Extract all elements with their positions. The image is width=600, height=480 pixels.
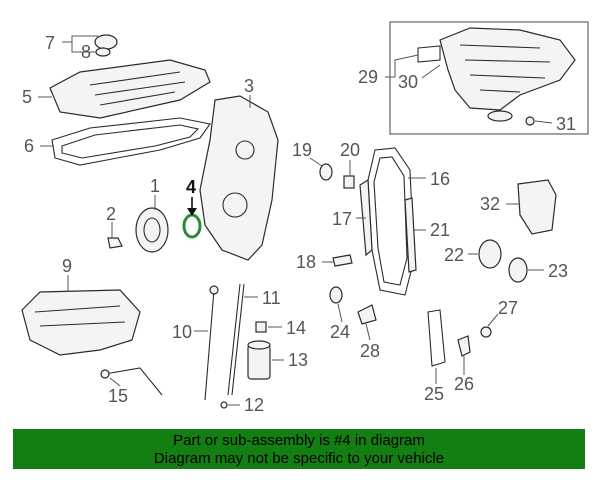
leader-30	[421, 64, 441, 79]
callout-24: 24	[330, 322, 350, 342]
callout-7: 7	[45, 33, 55, 53]
part-26-shape	[457, 335, 471, 357]
drain-plug-shape	[255, 321, 267, 333]
callout-13: 13	[288, 350, 308, 370]
callout-1: 1	[150, 176, 160, 196]
valve-cover-ribs	[89, 71, 186, 106]
dipstick-shape	[204, 289, 215, 401]
callout-28: 28	[360, 341, 380, 361]
intake-manifold-shape	[439, 27, 576, 111]
callout-16: 16	[430, 169, 450, 189]
dipstick-tube-shape-b	[231, 283, 245, 396]
manifold-sensor	[487, 110, 513, 122]
callout-4: 4	[186, 177, 196, 197]
oil-filter-top	[247, 340, 271, 350]
leader-7-8	[62, 35, 98, 53]
part-27-shape	[480, 326, 492, 338]
part-20-shape	[343, 175, 355, 189]
leader-24	[337, 303, 343, 323]
bracket-32-shape	[517, 179, 557, 235]
sensor-wire	[104, 367, 163, 396]
callout-20: 20	[340, 140, 360, 160]
callout-5: 5	[22, 87, 32, 107]
callout-25: 25	[424, 384, 444, 404]
callout-8: 8	[81, 42, 91, 62]
leader-27	[487, 313, 499, 327]
o-ring-shape	[220, 401, 228, 409]
leader-29	[385, 54, 419, 78]
sensor-shape	[100, 369, 110, 379]
part-19-shape	[319, 163, 333, 181]
callout-23: 23	[548, 261, 568, 281]
callout-11: 11	[262, 288, 281, 308]
valve-cover-gasket-shape	[51, 117, 211, 166]
pulley-bolt-shape	[107, 237, 123, 249]
callout-26: 26	[454, 374, 474, 394]
timing-chain-inner	[373, 156, 408, 286]
tensioner-shape	[332, 254, 353, 267]
callout-29: 29	[358, 67, 378, 87]
crank-pulley-hub	[143, 217, 161, 243]
dipstick-tube-shape	[227, 283, 241, 396]
chain-guide-right-shape	[404, 197, 417, 273]
callout-27: 27	[498, 298, 518, 318]
leader-4-arrow	[187, 208, 197, 216]
leader-31	[534, 120, 553, 124]
manifold-gasket	[417, 45, 441, 63]
cam-gear-22-shape	[478, 239, 502, 269]
part-31-shape	[525, 116, 535, 126]
intake-manifold-detail	[459, 44, 551, 93]
chain-25-shape	[427, 309, 446, 367]
oil-filter-shape	[247, 344, 271, 380]
callout-2: 2	[106, 204, 116, 224]
callout-32: 32	[480, 194, 500, 214]
callout-14: 14	[286, 318, 306, 338]
oil-cap-gasket	[95, 47, 111, 57]
crank-pulley-shape	[135, 207, 169, 253]
banner-line-1: Part or sub-assembly is #4 in diagram	[173, 432, 425, 449]
timing-cover-hole	[235, 140, 255, 160]
callout-6: 6	[24, 136, 34, 156]
callout-9: 9	[62, 256, 72, 276]
timing-cover-seal-bore	[222, 192, 248, 218]
callout-3: 3	[244, 76, 254, 96]
leader-15	[109, 377, 121, 387]
dipstick-handle	[209, 285, 219, 295]
callout-15: 15	[108, 386, 128, 406]
callout-18: 18	[296, 252, 316, 272]
valve-cover-shape	[49, 59, 211, 119]
banner-line-2: Diagram may not be specific to your vehi…	[153, 450, 445, 467]
valve-cover-gasket-inner	[61, 124, 200, 159]
callout-17: 17	[332, 209, 352, 229]
callout-22: 22	[444, 245, 464, 265]
callout-19: 19	[292, 140, 312, 160]
info-banner: Part or sub-assembly is #4 in diagram Di…	[13, 429, 585, 469]
oil-cap	[94, 34, 118, 50]
callout-30: 30	[398, 72, 418, 92]
part-24-shape	[329, 286, 343, 304]
callout-12: 12	[244, 395, 264, 415]
part-28-shape	[357, 304, 377, 325]
oil-pan-ribs	[34, 305, 126, 327]
leader-19	[309, 157, 323, 167]
leader-28	[365, 323, 371, 341]
callout-31: 31	[556, 114, 576, 134]
callout-21: 21	[430, 220, 450, 240]
timing-cover-shape	[199, 95, 279, 261]
crank-seal-shape	[182, 213, 202, 239]
callout-10: 10	[172, 322, 192, 342]
cam-gear-23-shape	[508, 257, 528, 283]
